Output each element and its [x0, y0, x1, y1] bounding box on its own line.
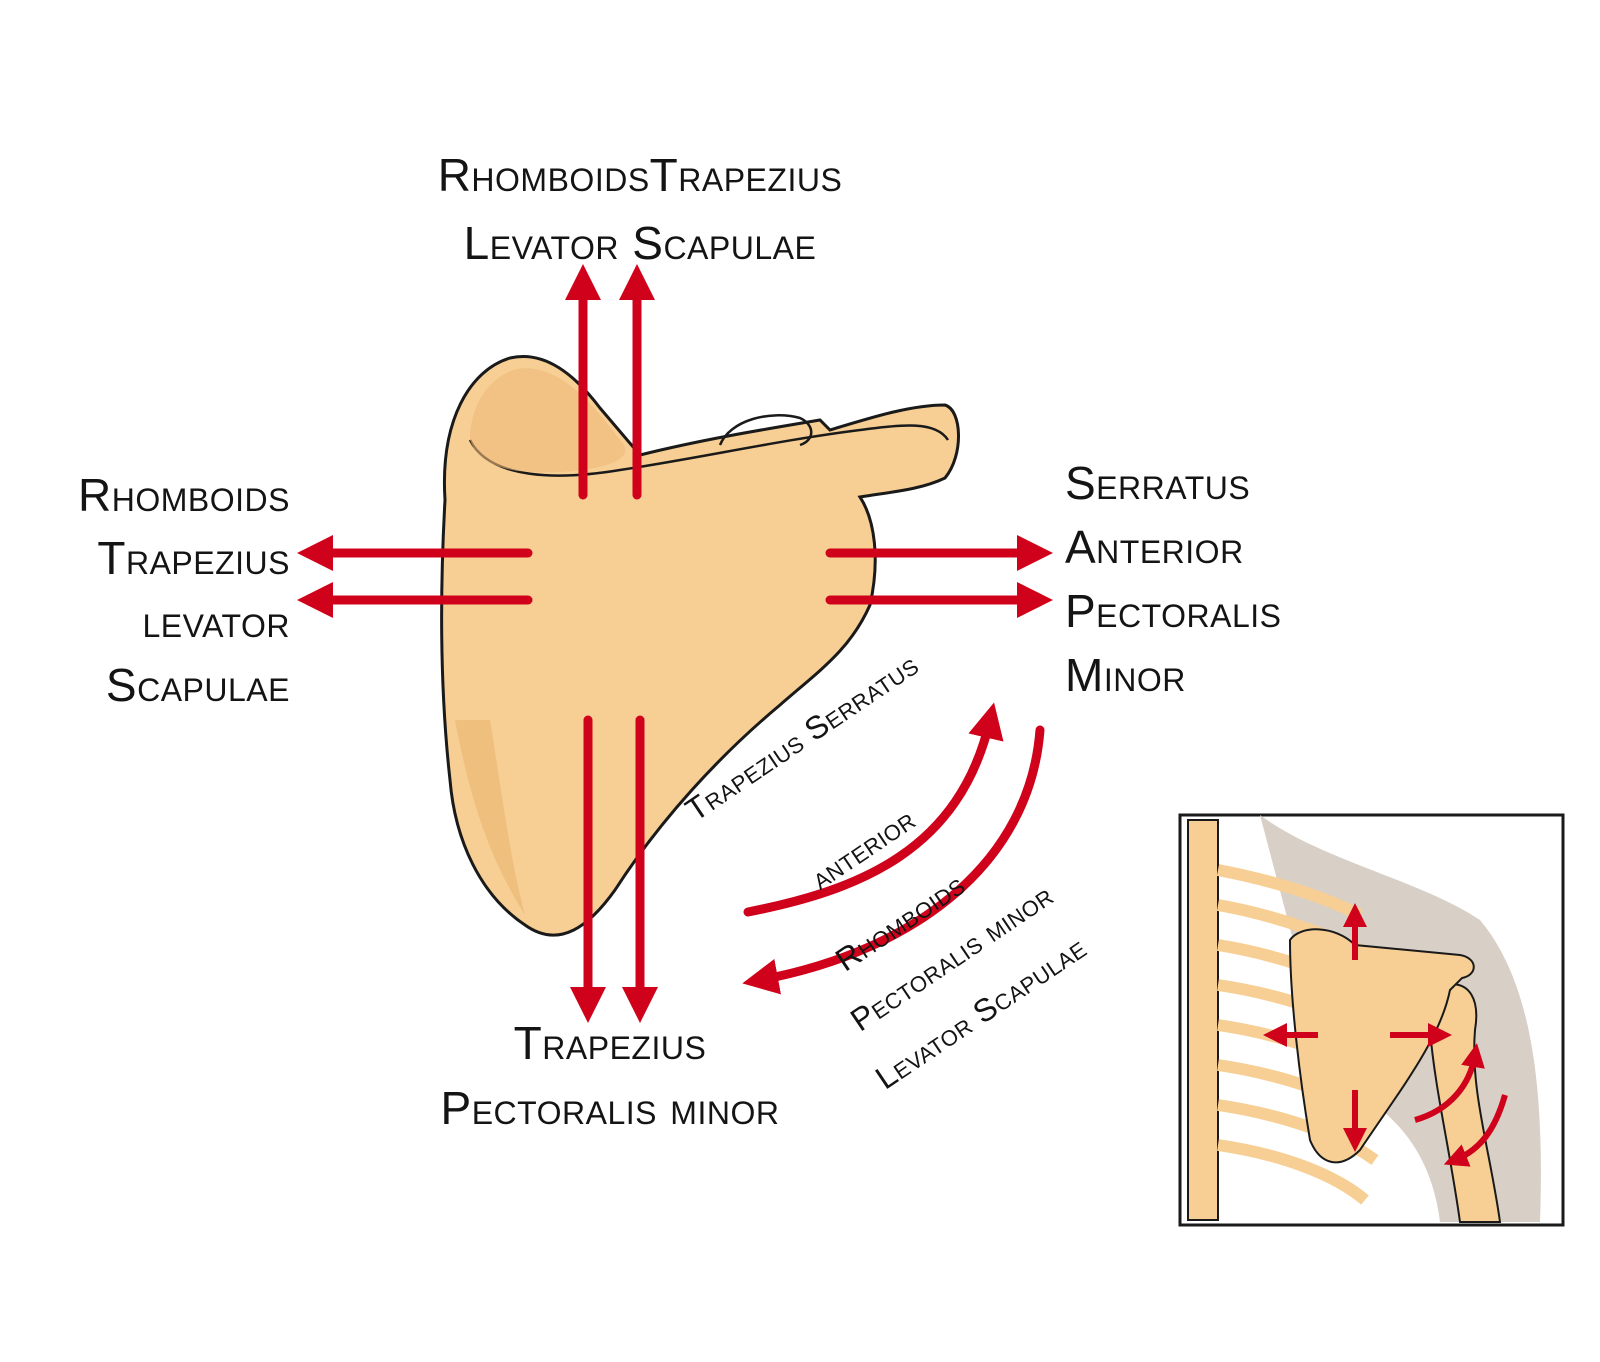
infraspinous-shade	[455, 720, 525, 915]
inset-spine	[1187, 819, 1219, 1221]
scapula-body	[440, 355, 960, 937]
inset-panel	[1178, 813, 1565, 1227]
label-left-4: Scapulae	[105, 659, 290, 711]
label-bottom-2: Pectoralis minor	[440, 1082, 780, 1134]
label-bottom-1: Trapezius	[513, 1017, 707, 1069]
arrow-curve-down	[742, 725, 1045, 995]
label-left-2: Trapezius	[97, 532, 290, 584]
acromion	[718, 414, 813, 447]
arrow-curve-up	[743, 702, 1004, 917]
label-left-1: Rhomboids	[78, 469, 290, 521]
scapular-spine	[468, 424, 950, 477]
label-left-3: levator	[142, 595, 290, 647]
label-top-line2: Levator Scapulae	[463, 217, 817, 269]
label-top-line1: RhomboidsTrapezius	[437, 149, 843, 201]
supraspinous-shade	[470, 368, 626, 473]
label-right-4: Minor	[1065, 649, 1186, 701]
label-right-3: Pectoralis	[1065, 585, 1282, 637]
label-right-1: Serratus	[1065, 457, 1251, 509]
label-right-2: Anterior	[1065, 521, 1244, 573]
